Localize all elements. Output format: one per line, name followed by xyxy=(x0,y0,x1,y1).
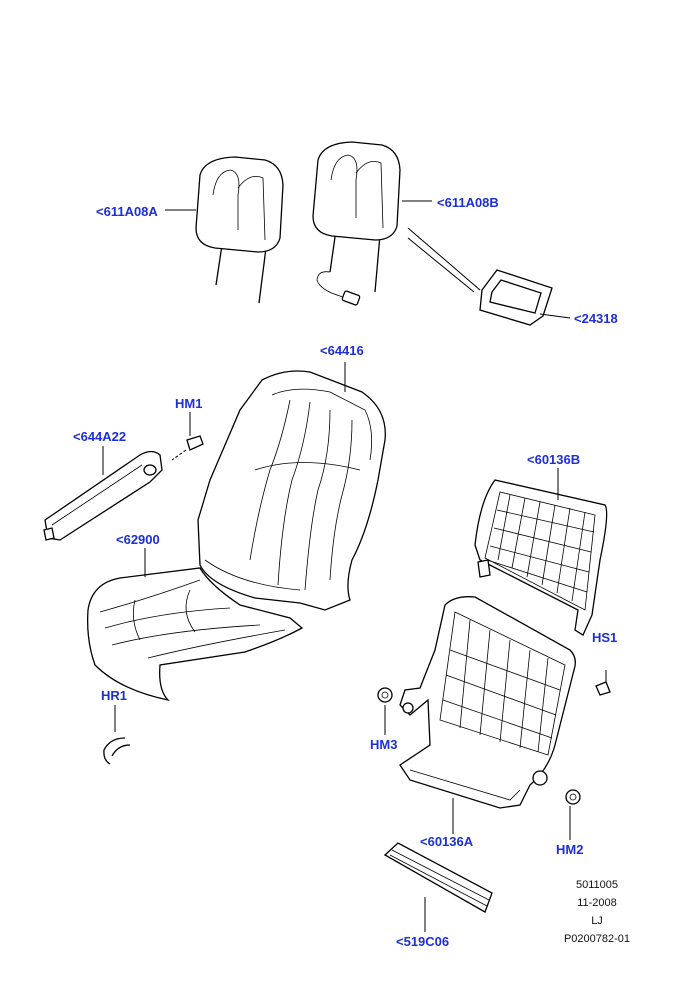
leader-lines xyxy=(102,200,571,932)
hm2-nut-part[interactable] xyxy=(565,789,581,805)
callout-HM1[interactable]: HM1 xyxy=(175,396,203,411)
backrest-frame-part[interactable] xyxy=(474,479,608,636)
reference-block: 5011005 11-2008 LJ P0200782-01 xyxy=(552,878,642,946)
reference-line-3: LJ xyxy=(591,915,603,927)
callout-611A08B[interactable]: <611A08B xyxy=(437,195,499,210)
callout-611A08A[interactable]: <611A08A xyxy=(96,204,158,219)
reference-line-1: 5011005 xyxy=(575,879,618,891)
callout-62900[interactable]: <62900 xyxy=(116,532,160,547)
seat-cushion-part[interactable] xyxy=(87,567,304,702)
callout-HM3[interactable]: HM3 xyxy=(370,737,398,752)
callout-HR1[interactable]: HR1 xyxy=(101,688,128,703)
headrest-screen-part[interactable] xyxy=(407,227,553,326)
hm3-nut-part[interactable] xyxy=(377,687,393,703)
callout-24318[interactable]: <24318 xyxy=(574,311,618,326)
callout-HS1[interactable]: HS1 xyxy=(592,630,618,645)
callout-519C06[interactable]: <519C06 xyxy=(396,934,450,949)
callout-HM2[interactable]: HM2 xyxy=(556,842,584,857)
trim-panel-part[interactable] xyxy=(383,842,493,913)
callout-64416[interactable]: <64416 xyxy=(320,343,364,358)
armrest-part[interactable] xyxy=(43,450,163,541)
reference-line-4: P0200782-01 xyxy=(563,933,631,945)
backrest-cushion-part[interactable] xyxy=(197,370,386,611)
hs1-screw-part[interactable] xyxy=(595,670,611,696)
callout-644A22[interactable]: <644A22 xyxy=(73,429,127,444)
headrest-a-part[interactable] xyxy=(195,156,284,304)
hr1-ring-part[interactable] xyxy=(103,737,131,765)
headrest-b-part[interactable] xyxy=(312,141,401,306)
seat-frame-part[interactable] xyxy=(399,596,576,809)
callout-60136B[interactable]: <60136B xyxy=(527,452,581,467)
callout-60136A[interactable]: <60136A xyxy=(420,834,474,849)
hm1-fastener-part[interactable] xyxy=(171,435,204,461)
reference-line-2: 11-2008 xyxy=(577,897,617,909)
